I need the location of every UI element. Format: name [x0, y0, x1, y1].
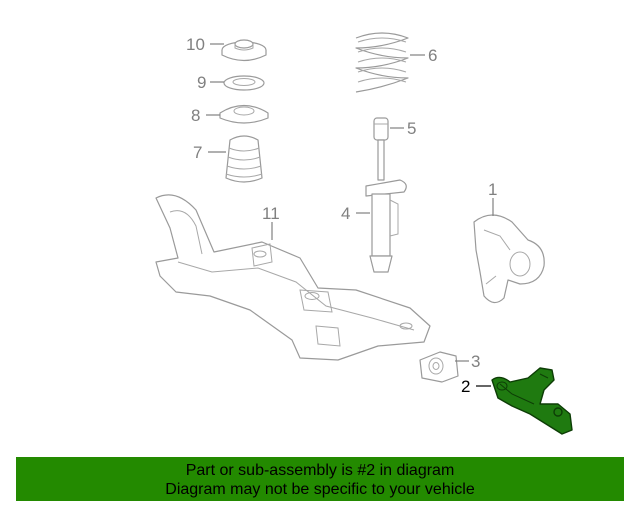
- callout-8[interactable]: 8: [191, 106, 200, 125]
- callout-10[interactable]: 10: [186, 35, 205, 54]
- callout-4[interactable]: 4: [341, 204, 350, 223]
- part-3-bushing[interactable]: [419, 351, 459, 383]
- part-8-bearing-plate[interactable]: [219, 104, 269, 124]
- part-1-knuckle[interactable]: [473, 214, 545, 304]
- part-5-strut-top[interactable]: [373, 117, 389, 181]
- callout-5[interactable]: 5: [407, 119, 416, 138]
- callout-9[interactable]: 9: [197, 73, 206, 92]
- banner-line-1: Part or sub-assembly is #2 in diagram: [185, 462, 455, 479]
- part-6-coil-spring[interactable]: [355, 32, 409, 93]
- suspension-diagram: 10 9 8 7 6 5 4: [155, 32, 573, 435]
- part-9-washer[interactable]: [223, 75, 265, 91]
- callout-6[interactable]: 6: [428, 46, 437, 65]
- part-4-strut-body[interactable]: [365, 179, 407, 273]
- callout-2[interactable]: 2: [461, 377, 470, 396]
- part-7-boot[interactable]: [225, 135, 263, 183]
- callout-7[interactable]: 7: [193, 143, 202, 162]
- banner-line-2: Diagram may not be specific to your vehi…: [165, 481, 475, 498]
- callout-3[interactable]: 3: [471, 352, 480, 371]
- callout-1[interactable]: 1: [488, 180, 497, 199]
- part-2-lower-control-arm[interactable]: [491, 367, 573, 435]
- callout-11[interactable]: 11: [262, 204, 280, 223]
- part-11-subframe[interactable]: [155, 194, 431, 361]
- info-banner: Part or sub-assembly is #2 in diagram Di…: [16, 457, 624, 501]
- part-10-upper-mount[interactable]: [221, 39, 267, 62]
